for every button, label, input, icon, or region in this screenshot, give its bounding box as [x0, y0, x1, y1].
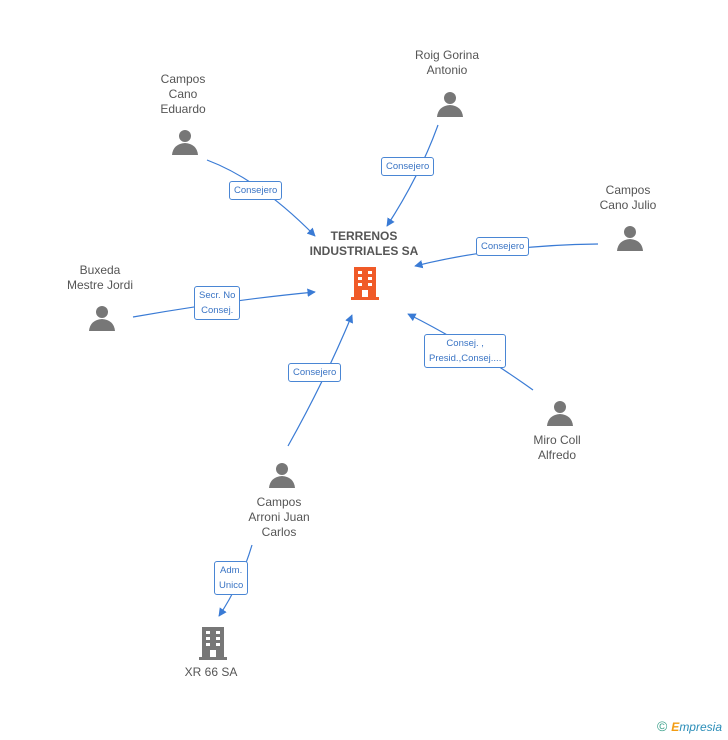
- building-icon[interactable]: [197, 625, 229, 661]
- person-name-line: Campos: [256, 495, 302, 509]
- person-icon[interactable]: [88, 304, 116, 332]
- edge-label-juan[interactable]: Consejero: [288, 363, 342, 382]
- person-name-line: Antonio: [426, 63, 468, 77]
- person-name-line: Cano: [168, 87, 198, 101]
- person-name-line: Campos: [605, 183, 651, 197]
- person-icon[interactable]: [268, 461, 296, 489]
- building-icon[interactable]: [349, 265, 381, 301]
- edge-label-text: Consejero: [481, 241, 525, 252]
- brand-logo-initial: E: [671, 720, 680, 734]
- person-label-julio[interactable]: Campos Cano Julio: [568, 183, 688, 213]
- copyright-icon: ©: [656, 718, 668, 734]
- edge-label-xr66[interactable]: Adm. Unico: [214, 561, 249, 595]
- brand-logo-text: mpresia: [679, 720, 722, 734]
- edge-label-text: Adm.: [220, 565, 243, 576]
- edge-label-text: Secr. No: [199, 290, 236, 301]
- person-icon[interactable]: [171, 128, 199, 156]
- person-name-line: Roig Gorina: [414, 48, 480, 62]
- edge-label-text: Consejero: [234, 185, 278, 196]
- person-icon[interactable]: [546, 399, 574, 427]
- person-name-line: Campos: [160, 72, 206, 86]
- edge-label-text: Unico: [219, 580, 244, 591]
- person-label-eduardo[interactable]: Campos Cano Eduardo: [123, 72, 243, 117]
- person-name-line: Eduardo: [160, 102, 206, 116]
- edge-label-alfredo[interactable]: Consej. , Presid.,Consej....: [424, 334, 507, 368]
- center-company-name-line: TERRENOS: [330, 229, 398, 243]
- person-name-line: Cano Julio: [599, 198, 657, 212]
- person-name-line: Miro Coll: [533, 433, 581, 447]
- person-label-roig[interactable]: Roig Gorina Antonio: [387, 48, 507, 78]
- person-label-jordi[interactable]: Buxeda Mestre Jordi: [40, 263, 160, 293]
- center-company-label[interactable]: TERRENOS INDUSTRIALES SA: [294, 229, 434, 259]
- company-label-xr66[interactable]: XR 66 SA: [151, 665, 271, 680]
- edge-label-julio[interactable]: Consejero: [476, 237, 530, 256]
- person-icon[interactable]: [436, 90, 464, 118]
- person-name-line: Buxeda: [79, 263, 121, 277]
- company-name-line: XR 66 SA: [184, 665, 238, 679]
- brand-footer[interactable]: ©Empresia: [657, 718, 722, 734]
- edge-label-text: Consej. ,: [446, 338, 484, 349]
- edge-label-text: Consejero: [386, 161, 430, 172]
- edge-label-text: Presid.,Consej....: [429, 353, 502, 364]
- person-name-line: Carlos: [261, 525, 297, 539]
- edge-label-jordi[interactable]: Secr. No Consej.: [194, 286, 241, 320]
- person-name-line: Arroni Juan: [248, 510, 310, 524]
- edge-label-text: Consej.: [201, 305, 234, 316]
- person-name-line: Alfredo: [537, 448, 577, 462]
- center-company-name-line: INDUSTRIALES SA: [309, 244, 419, 258]
- person-label-juan[interactable]: Campos Arroni Juan Carlos: [219, 495, 339, 540]
- person-name-line: Mestre Jordi: [66, 278, 134, 292]
- edge-label-eduardo[interactable]: Consejero: [229, 181, 283, 200]
- edge-label-text: Consejero: [293, 367, 337, 378]
- person-icon[interactable]: [616, 224, 644, 252]
- person-label-alfredo[interactable]: Miro Coll Alfredo: [497, 433, 617, 463]
- edge-label-roig[interactable]: Consejero: [381, 157, 435, 176]
